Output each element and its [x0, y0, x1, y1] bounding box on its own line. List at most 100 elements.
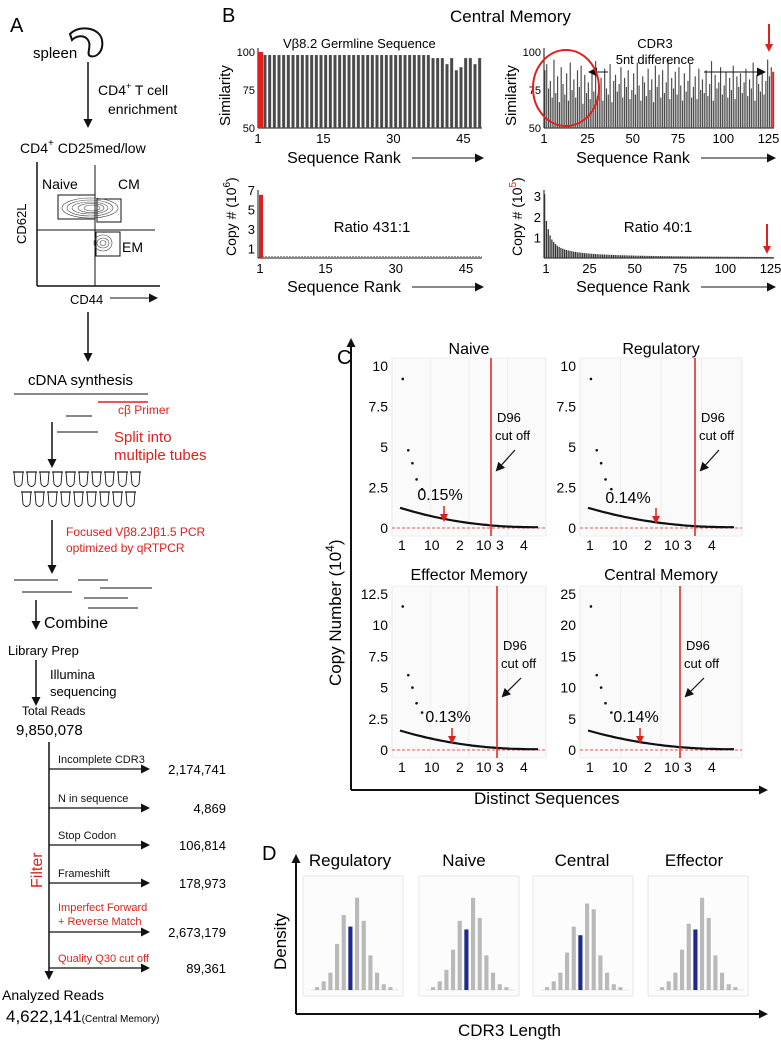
plot-title: Naive: [449, 341, 490, 358]
bar: [669, 99, 671, 128]
tube-icon: [112, 491, 123, 507]
ratio-label: Ratio 431:1: [334, 219, 411, 236]
bar: [674, 256, 676, 258]
bar: [730, 90, 733, 128]
density-bar: [660, 987, 665, 990]
bar: [563, 249, 566, 258]
density-bar: [451, 949, 456, 990]
cutoff-label-2: cut off: [699, 428, 735, 443]
y-tick-label: 100: [523, 47, 541, 59]
bar: [705, 256, 707, 258]
bar: [426, 55, 430, 128]
x-tick-label: 1: [398, 537, 406, 553]
bar: [757, 256, 759, 258]
step1-label-2: enrichment: [108, 101, 177, 117]
x-tick-label: 1: [540, 131, 547, 146]
bar: [366, 55, 370, 128]
bar: [578, 86, 580, 128]
bar: [709, 83, 711, 128]
x-tick-label: 30: [386, 131, 400, 146]
bar: [627, 70, 629, 128]
bar: [738, 86, 740, 128]
panel-letter-c: C: [337, 347, 351, 369]
bar: [272, 55, 276, 128]
tube-icon: [39, 471, 50, 487]
data-point: [595, 673, 599, 677]
panel-c: C Copy Number (104) Distinct Sequences N…: [323, 338, 768, 808]
bar: [582, 252, 584, 258]
y-tick-label: 5: [568, 439, 576, 455]
bar: [756, 74, 758, 128]
filter-value: 4,869: [193, 801, 226, 816]
plot-title: Naive: [442, 851, 485, 870]
density-bar: [504, 987, 509, 990]
bar: [611, 254, 613, 258]
bar: [770, 67, 772, 128]
density-bar: [733, 987, 738, 990]
panel-c-ylabel: Copy Number (104): [323, 539, 345, 686]
density-bar: [335, 943, 340, 990]
bar: [636, 255, 638, 258]
bar: [667, 59, 669, 128]
data-point: [604, 701, 607, 705]
bar: [728, 256, 730, 258]
x-tick-label: 1: [254, 131, 261, 146]
density-bar: [545, 987, 550, 990]
bar: [600, 77, 602, 128]
bar: [632, 255, 635, 258]
y-tick-label: 7.5: [557, 399, 577, 415]
split-label-2: multiple tubes: [114, 447, 207, 464]
bar: [562, 83, 564, 128]
density-bar: [355, 897, 360, 990]
bar: [603, 254, 606, 258]
y-tick-label: 5: [248, 202, 255, 217]
y-tick-label: 75: [243, 85, 255, 97]
y-tick-label: 3: [248, 222, 255, 237]
bar: [683, 73, 685, 128]
filter-label: Imperfect Forward: [58, 902, 147, 914]
bar: [562, 248, 564, 258]
y-tick-label: 50: [243, 123, 255, 135]
bar: [553, 241, 555, 258]
y-axis-label: Copy # (106): [222, 177, 239, 256]
bar: [564, 94, 566, 128]
bar: [681, 256, 683, 258]
bar: [558, 102, 560, 128]
spleen-icon: [68, 27, 104, 58]
density-bar: [713, 955, 718, 990]
density-bar: [437, 981, 442, 990]
bar: [631, 90, 633, 128]
density-bar: [477, 917, 482, 990]
cutoff-arrow: [495, 449, 516, 472]
bar: [450, 58, 454, 128]
bar: [765, 80, 767, 128]
y-tick-label: 2.5: [369, 711, 389, 727]
bar: [716, 88, 718, 128]
filter-value: 106,814: [179, 838, 226, 853]
bar: [609, 64, 611, 128]
bar: [551, 239, 553, 258]
bar: [584, 74, 586, 128]
bar: [556, 245, 558, 258]
bar: [692, 256, 694, 258]
distribution-curve: [587, 506, 734, 529]
illumina-label-2: sequencing: [50, 684, 117, 699]
bar: [647, 255, 649, 258]
tube-icon: [78, 471, 89, 487]
bar: [589, 253, 591, 258]
x-tick-label: 15: [318, 261, 332, 276]
density-bar: [328, 972, 333, 990]
density-bar: [605, 972, 610, 990]
cutoff-arrow: [501, 677, 522, 698]
bar: [755, 256, 758, 258]
bar: [555, 93, 557, 128]
tube-icon: [65, 471, 76, 487]
plot-title: Regulatory: [309, 851, 392, 870]
bar: [689, 64, 691, 128]
bar: [743, 256, 745, 258]
x-tick-label: 4: [708, 537, 716, 553]
bar: [620, 67, 622, 128]
cutoff-arrow: [699, 449, 720, 472]
bar: [356, 55, 360, 128]
bar: [712, 100, 714, 128]
